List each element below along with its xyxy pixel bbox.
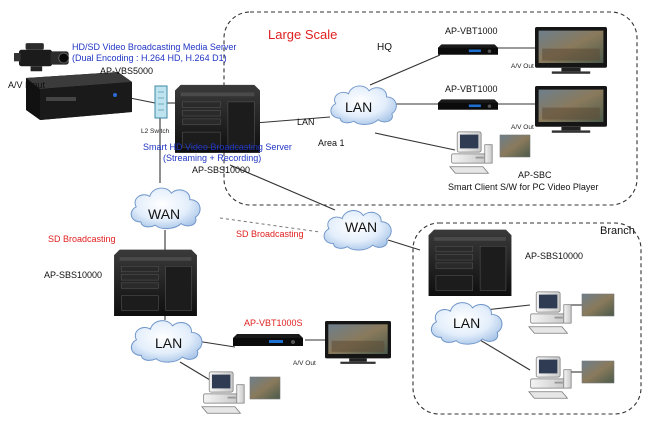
branch-client-pc-top bbox=[528, 291, 572, 334]
vbt-top-model: AP-VBT1000 bbox=[445, 26, 498, 36]
hq-client-pc bbox=[449, 131, 493, 174]
sbc-description: Smart Client S/W for PC Video Player bbox=[448, 182, 599, 192]
branch-lan-label: LAN bbox=[453, 315, 481, 331]
hq-tv-top bbox=[535, 27, 607, 74]
left-client-pc bbox=[201, 371, 245, 414]
hq-lan-cloud-label: LAN bbox=[345, 99, 373, 115]
branch-server-model: AP-SBS10000 bbox=[525, 251, 584, 261]
left-smart-server bbox=[113, 249, 198, 316]
hq-lan-link-label: LAN bbox=[297, 117, 315, 127]
vbt-mid-model: AP-VBT1000 bbox=[445, 84, 498, 94]
area-label: Area 1 bbox=[318, 138, 345, 148]
branch-region bbox=[412, 222, 642, 415]
hq-vbt-mid-box bbox=[438, 99, 498, 110]
l2-switch-label: L2 Switch bbox=[141, 128, 170, 135]
left-av-out: A/V Out bbox=[293, 360, 316, 367]
sd-broadcasting-center: SD Broadcasting bbox=[236, 229, 304, 239]
l2-switch-device bbox=[154, 85, 168, 119]
left-vbt-box bbox=[233, 334, 303, 346]
hq-label: HQ bbox=[377, 42, 392, 53]
branch-pc-thumbnail-bottom bbox=[581, 360, 615, 384]
smart-server-title-1: Smart HD Video Broadcasting Server bbox=[143, 142, 292, 152]
left-lan-label: LAN bbox=[155, 335, 183, 351]
sd-broadcasting-left: SD Broadcasting bbox=[48, 234, 116, 244]
left-tv bbox=[325, 321, 391, 364]
media-server-box bbox=[26, 72, 132, 120]
sd-broadcast-link bbox=[219, 217, 321, 233]
smart-server-model: AP-SBS10000 bbox=[192, 165, 251, 175]
hq-pc-thumbnail bbox=[499, 134, 531, 158]
hq-tv-mid bbox=[535, 86, 607, 133]
hq-vbt-top-box bbox=[438, 44, 498, 55]
large-scale-label: Large Scale bbox=[268, 27, 338, 42]
branch-pc-thumbnail-top bbox=[581, 293, 615, 317]
left-pc-thumbnail bbox=[249, 376, 281, 400]
media-server-model: AP-VBS5000 bbox=[100, 66, 154, 76]
wan-center-label: WAN bbox=[345, 219, 378, 235]
video-camera-icon bbox=[14, 42, 70, 72]
branch-smart-server bbox=[428, 229, 512, 296]
branch-client-pc-bottom bbox=[528, 356, 572, 399]
media-server-title-2: (Dual Encoding : H.264 HD, H.264 D1) bbox=[72, 53, 227, 63]
large-scale-region bbox=[223, 11, 638, 206]
wan-left-label: WAN bbox=[148, 206, 181, 222]
av-out-top: A/V Out bbox=[511, 63, 534, 70]
left-vbt-model: AP-VBT1000S bbox=[244, 318, 303, 328]
left-server-model: AP-SBS10000 bbox=[44, 270, 103, 280]
av-out-mid: A/V Out bbox=[511, 124, 534, 131]
media-server-title-1: HD/SD Video Broadcasting Media Server bbox=[72, 42, 237, 52]
av-input-label: A/V Input bbox=[8, 80, 46, 90]
branch-label: Branch bbox=[600, 225, 635, 237]
sbc-model: AP-SBC bbox=[518, 170, 552, 180]
smart-server-title-2: (Streaming + Recording) bbox=[163, 153, 262, 163]
